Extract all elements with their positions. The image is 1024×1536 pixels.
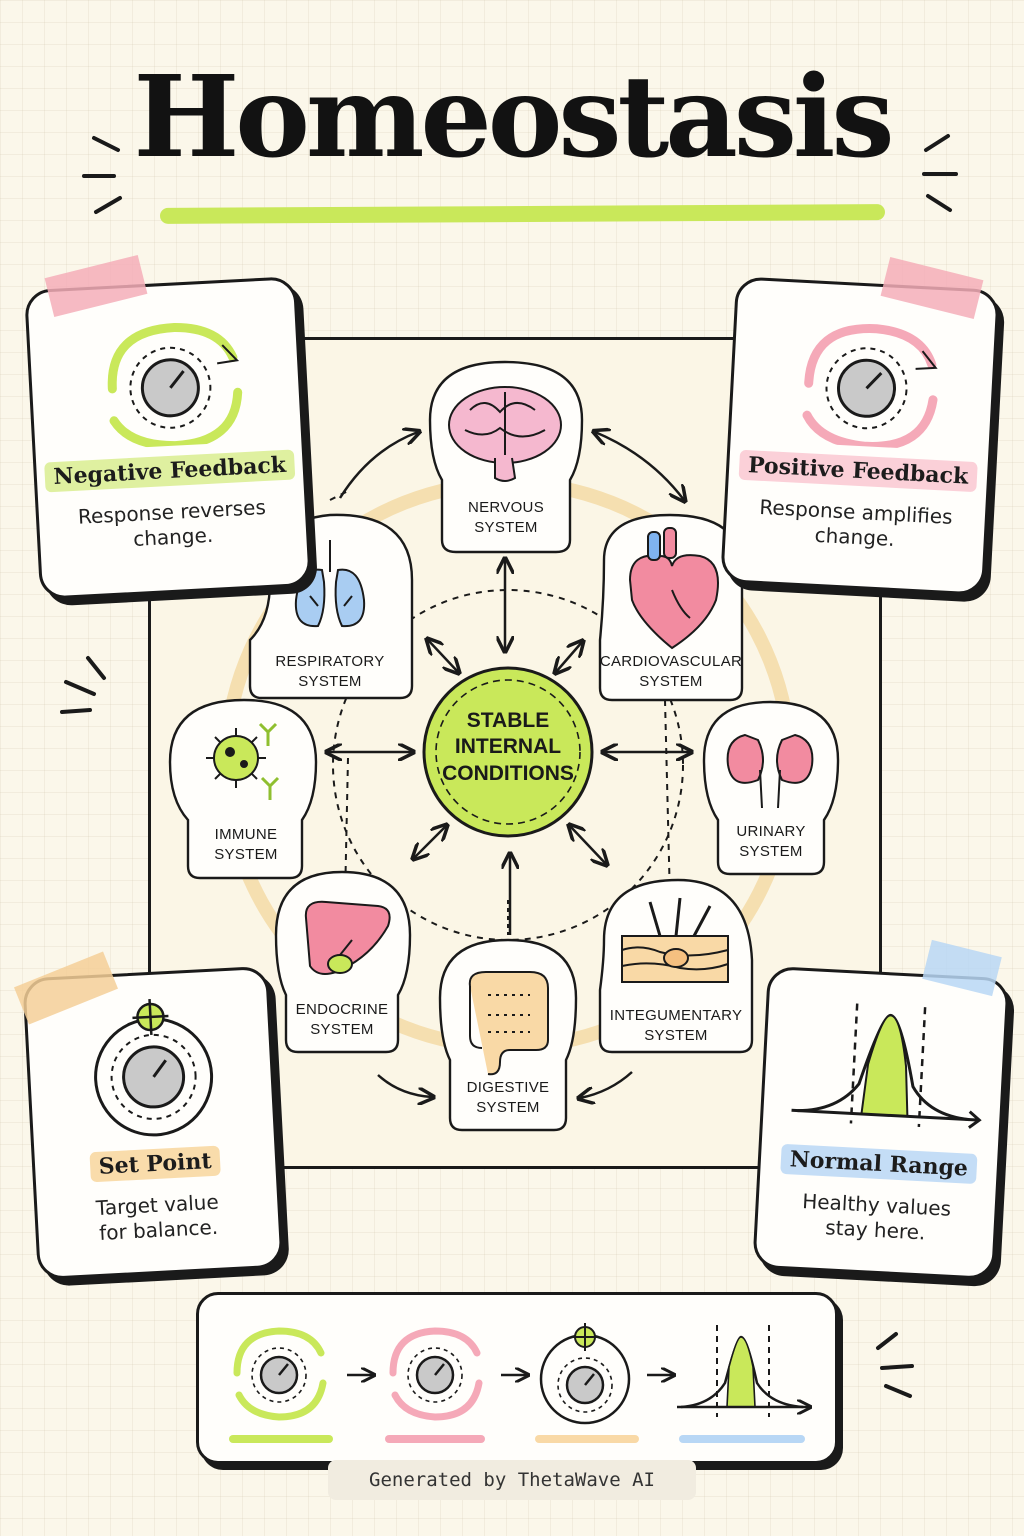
system-label-cardio-sub: SYSTEM (639, 673, 703, 691)
system-label-nervous: NERVOUS (467, 499, 544, 516)
summary-setpoint-icon (539, 1323, 631, 1425)
system-label-urinary: URINARY (736, 823, 806, 840)
summary-negative-icon (233, 1327, 327, 1421)
summary-strip (196, 1292, 838, 1464)
system-label-digestive: DIGESTIVE (466, 1079, 550, 1096)
system-label-endocrine: ENDOCRINE (295, 1001, 389, 1018)
positive-feedback-label: Positive Feedback (738, 449, 978, 493)
stable-conditions-circle (422, 666, 594, 838)
bubble-immune (168, 698, 318, 880)
positive-feedback-card: Positive Feedback Response amplifies cha… (720, 276, 1000, 596)
system-label-urinary-sub: SYSTEM (739, 843, 803, 861)
center-line-1: STABLE (466, 709, 550, 732)
negative-feedback-icon (107, 323, 243, 451)
negative-feedback-card: Negative Feedback Response reverses chan… (24, 276, 312, 600)
page-title: Homeostasis (133, 52, 894, 183)
positive-feedback-icon (802, 324, 938, 451)
lungs-icon (294, 540, 366, 628)
center-label: STABLE INTERNAL CONDITIONS (430, 708, 586, 787)
set-point-label: Set Point (89, 1145, 222, 1183)
summary-normal-range-icon (677, 1325, 809, 1417)
normal-range-card: Normal Range Healthy values stay here. (752, 965, 1010, 1281)
bell-curve-icon (791, 1003, 982, 1129)
system-label-endocrine-sub: SYSTEM (310, 1021, 374, 1039)
system-label-immune: IMMUNE (214, 826, 278, 843)
set-point-icon (94, 998, 214, 1137)
title-sparkles (82, 134, 958, 214)
system-label-respiratory-sub: SYSTEM (298, 673, 362, 691)
system-label-respiratory: RESPIRATORY (275, 653, 385, 670)
set-point-card: Set Point Target value for balance. (22, 965, 284, 1281)
heart-icon (628, 527, 719, 650)
virus-antibody-icon (206, 722, 280, 800)
center-line-2: INTERNAL (454, 735, 562, 759)
system-label-cardio: CARDIOVASCULAR (599, 653, 743, 670)
summary-bar-pink (385, 1435, 485, 1443)
footer-credit: Generated by ThetaWave AI (328, 1460, 696, 1500)
summary-positive-icon (389, 1327, 483, 1421)
system-label-digestive-sub: SYSTEM (476, 1099, 540, 1117)
summary-bar-green (229, 1435, 333, 1443)
system-label-integumentary: INTEGUMENTARY (609, 1007, 743, 1024)
summary-icons (229, 1323, 835, 1443)
intestines-icon (468, 971, 549, 1076)
summary-bar-orange (535, 1435, 639, 1443)
skin-icon (621, 897, 729, 983)
dashed-loop (332, 589, 684, 941)
center-line-3: CONDITIONS (442, 761, 574, 785)
system-label-integumentary-sub: SYSTEM (644, 1027, 708, 1045)
system-label-nervous-sub: SYSTEM (474, 519, 538, 537)
negative-feedback-label: Negative Feedback (43, 449, 296, 493)
system-label-immune-sub: SYSTEM (214, 846, 278, 864)
summary-bar-blue (679, 1435, 805, 1443)
kidneys-icon (726, 733, 814, 809)
liver-icon (304, 900, 391, 975)
brain-icon (448, 386, 562, 482)
normal-range-label: Normal Range (780, 1143, 978, 1185)
